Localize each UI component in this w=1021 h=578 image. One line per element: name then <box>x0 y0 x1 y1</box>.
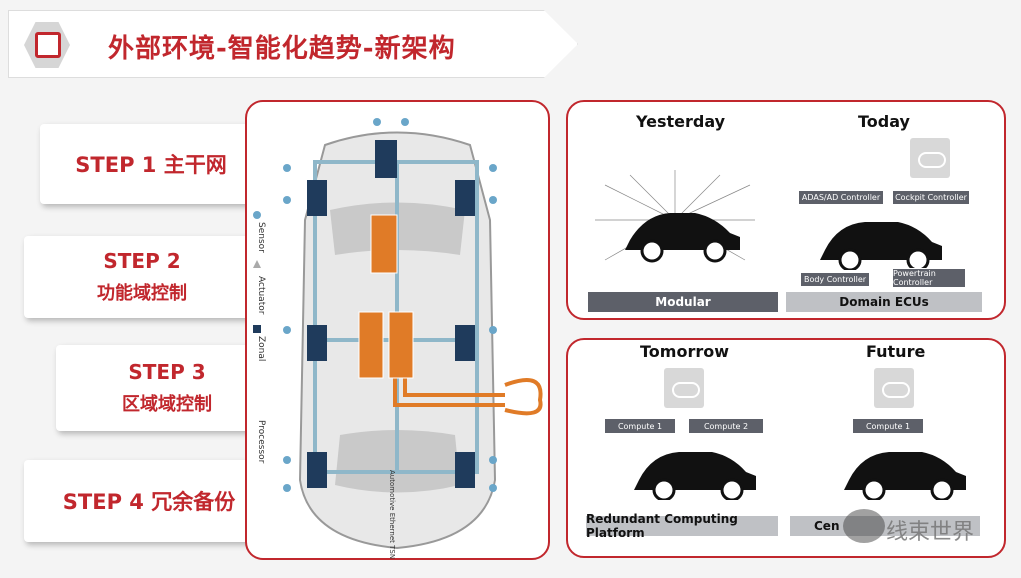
future-label: Future <box>866 342 926 361</box>
step-3-label: STEP 3 <box>128 360 206 384</box>
redundant-platform-bar: Redundant Computing Platform <box>586 512 778 540</box>
ethernet-label: Automotive Ethernet TSN <box>388 470 396 560</box>
step-3-sublabel: 区域域控制 <box>122 394 212 415</box>
step-1-label: STEP 1 主干网 <box>75 153 227 177</box>
modular-bar: Modular <box>588 292 778 312</box>
legend-zone: Zonal <box>256 336 266 362</box>
today-label: Today <box>858 112 910 131</box>
legend-processor: Processor <box>256 420 266 464</box>
cloud-icon-future <box>874 368 914 408</box>
central-platform-bar: Cen <box>790 516 980 536</box>
step-2-label: STEP 2 <box>103 249 181 273</box>
wechat-logo-icon <box>843 509 885 543</box>
step-4-label: STEP 4 冗余备份 <box>62 490 236 514</box>
step-2-card[interactable]: STEP 2 功能域控制 <box>24 236 260 318</box>
body-controller: Body Controller <box>800 272 870 287</box>
tomorrow-car-icon <box>634 452 756 500</box>
cloud-icon-tomorrow <box>664 368 704 408</box>
yesterday-car-icon <box>595 170 755 263</box>
step-4-card[interactable]: STEP 4 冗余备份 <box>24 460 274 542</box>
today-car-icon <box>820 222 942 270</box>
step-2-sublabel: 功能域控制 <box>97 283 187 304</box>
yesterday-label: Yesterday <box>636 112 726 131</box>
tomorrow-label: Tomorrow <box>640 342 729 361</box>
domain-ecus-bar: Domain ECUs <box>786 292 982 312</box>
step-1-card[interactable]: STEP 1 主干网 <box>40 124 262 204</box>
page-title: 外部环境-智能化趋势-新架构 <box>108 34 456 64</box>
legend-actuator: Actuator <box>256 276 266 315</box>
powertrain-controller: Powertrain Controller <box>892 268 966 288</box>
edit-icon <box>35 32 61 58</box>
cloud-icon-today <box>910 138 950 178</box>
car-architecture-diagram <box>253 118 543 550</box>
future-car-icon <box>844 452 966 500</box>
title-banner <box>8 10 578 78</box>
compute-1-box: Compute 1 <box>604 418 676 434</box>
compute-2-box: Compute 2 <box>688 418 764 434</box>
cockpit-controller: Cockpit Controller <box>892 190 970 205</box>
watermark-text: 线束世界 <box>886 520 975 545</box>
future-compute-box: Compute 1 <box>852 418 924 434</box>
adas-controller: ADAS/AD Controller <box>798 190 884 205</box>
step-3-card[interactable]: STEP 3 区域域控制 <box>56 345 278 431</box>
legend-sensor: Sensor <box>256 222 266 253</box>
